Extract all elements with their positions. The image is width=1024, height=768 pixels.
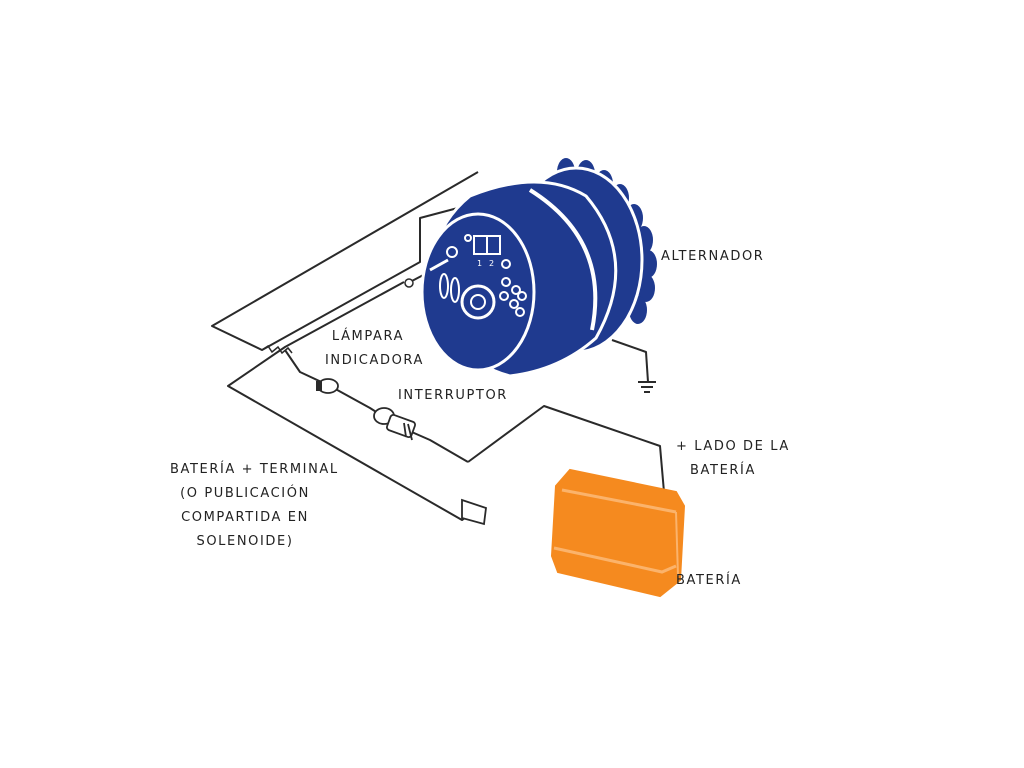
- label-battery-positive-side-line-1: + LADO DE LA: [676, 439, 790, 454]
- label-battery-positive-side: + LADO DE LA BATERÍA: [676, 435, 790, 483]
- wire-splice-icon: [261, 344, 293, 355]
- label-indicator-lamp-line-1: LÁMPARA: [331, 329, 405, 344]
- label-alternator: ALTERNADOR: [661, 249, 765, 264]
- label-indicator-lamp-line-2: INDICADORA: [325, 353, 425, 368]
- label-battery-terminal-line-3: COMPARTIDA EN: [181, 510, 309, 525]
- label-indicator-lamp: LÁMPARA INDICADORA: [325, 325, 425, 373]
- wire-ring-icon: [404, 278, 414, 288]
- wire-battery-positive: [467, 405, 665, 493]
- indicator-lamp-icon: [316, 378, 339, 394]
- ground-icon: [638, 381, 656, 393]
- battery-terminal-icon: [461, 498, 487, 526]
- wire-ground: [611, 339, 649, 383]
- connector-pin-2: 2: [489, 259, 494, 268]
- label-switch: INTERRUPTOR: [398, 388, 508, 403]
- label-battery-terminal-line-2: (O PUBLICACIÓN: [180, 486, 310, 501]
- switch-icon: [373, 407, 417, 441]
- wire-sense-loop: [211, 171, 489, 351]
- label-battery: BATERÍA: [676, 573, 742, 588]
- alternator-icon: 1 2: [420, 158, 657, 378]
- label-battery-positive-side-line-2: BATERÍA: [690, 463, 756, 478]
- label-battery-terminal-line-1: BATERÍA + TERMINAL: [170, 462, 339, 477]
- wire-lamp-switch: [284, 349, 469, 463]
- connector-pin-1: 1: [477, 259, 482, 268]
- battery-icon: [550, 468, 686, 598]
- label-battery-terminal-line-4: SOLENOIDE): [196, 534, 294, 549]
- label-battery-terminal: BATERÍA + TERMINAL (O PUBLICACIÓN COMPAR…: [170, 458, 339, 554]
